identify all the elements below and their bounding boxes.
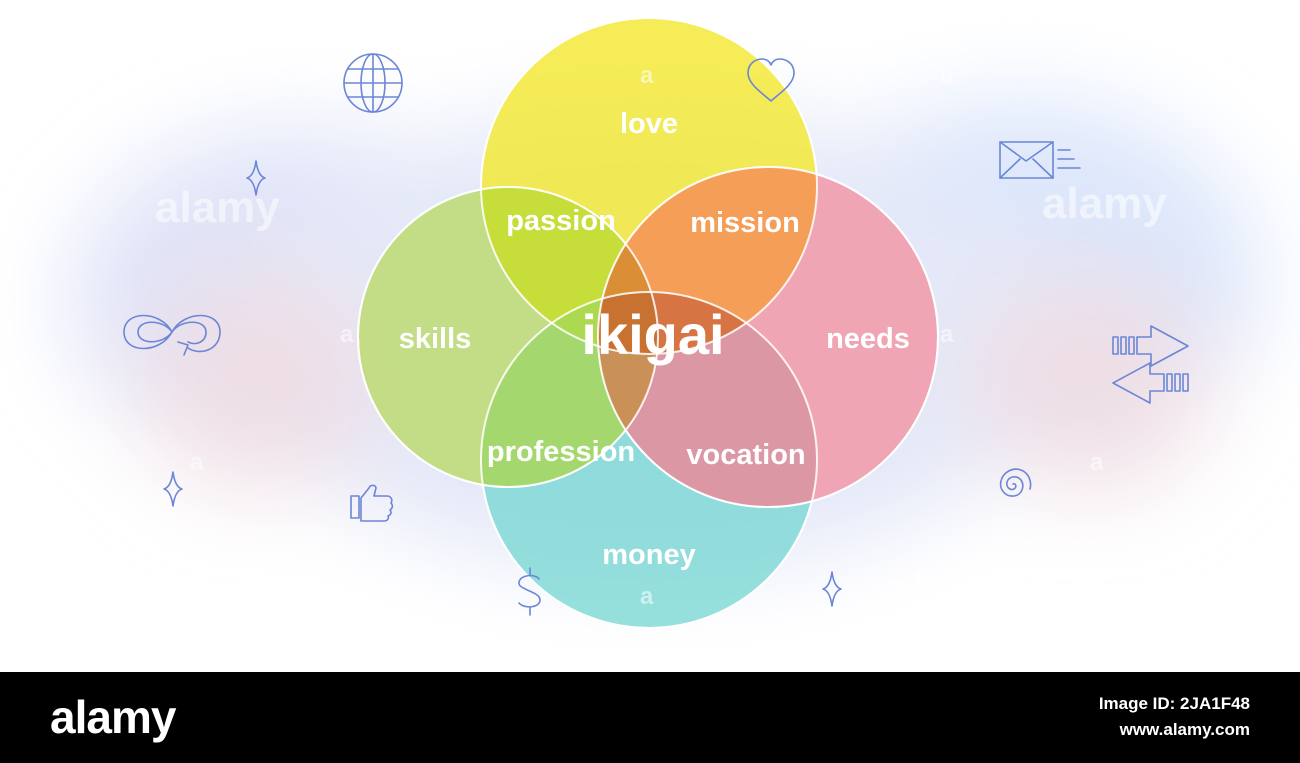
label-passion: passion bbox=[506, 205, 616, 237]
stock-footer-bar: alamy Image ID: 2JA1F48 www.alamy.com bbox=[0, 672, 1300, 763]
arrows-icon bbox=[1112, 325, 1189, 404]
sparkle-icon bbox=[163, 471, 183, 507]
venn-labels: love passion mission skills ikigai needs… bbox=[399, 108, 910, 571]
label-mission: mission bbox=[690, 207, 800, 239]
sparkle-icon bbox=[822, 571, 842, 607]
label-love: love bbox=[620, 108, 678, 140]
ikigai-diagram-canvas: alamy alamy alamy a a a a a a a a love p… bbox=[70, 17, 1260, 629]
label-vocation: vocation bbox=[686, 439, 805, 471]
watermark-letter: a bbox=[640, 583, 654, 610]
label-needs: needs bbox=[826, 323, 910, 355]
watermark-letter: a bbox=[1090, 449, 1104, 476]
dollar-icon bbox=[518, 567, 541, 616]
watermark-letter: a bbox=[940, 321, 954, 348]
watermark-letter: a bbox=[190, 449, 204, 476]
envelope-icon bbox=[999, 141, 1081, 179]
watermark-text: alamy bbox=[155, 183, 280, 232]
ikigai-venn-svg: alamy alamy alamy a a a a a a a a love p… bbox=[70, 17, 1260, 629]
infinity-icon bbox=[123, 314, 221, 356]
footer-logo: alamy bbox=[50, 691, 176, 743]
watermark-letter: a bbox=[340, 583, 354, 610]
label-money: money bbox=[602, 539, 695, 571]
label-ikigai: ikigai bbox=[581, 303, 724, 366]
spiral-icon bbox=[999, 468, 1032, 497]
watermark-letter: a bbox=[940, 62, 954, 89]
heart-icon bbox=[747, 58, 795, 102]
globe-icon bbox=[343, 53, 403, 113]
label-profession: profession bbox=[487, 436, 635, 468]
watermark-layer: alamy alamy alamy a a a a a a a a bbox=[155, 62, 1167, 612]
venn-outlines bbox=[357, 17, 939, 629]
watermark-text: alamy bbox=[888, 563, 1013, 612]
label-skills: skills bbox=[399, 323, 472, 355]
sparkle-icon bbox=[246, 160, 266, 196]
watermark-text: alamy bbox=[1042, 179, 1167, 228]
footer-site-url[interactable]: www.alamy.com bbox=[1119, 720, 1250, 739]
watermark-letter: a bbox=[340, 321, 354, 348]
thumbs-up-icon bbox=[350, 484, 394, 522]
footer-image-id: Image ID: 2JA1F48 bbox=[1098, 694, 1250, 713]
watermark-letter: a bbox=[640, 62, 654, 89]
